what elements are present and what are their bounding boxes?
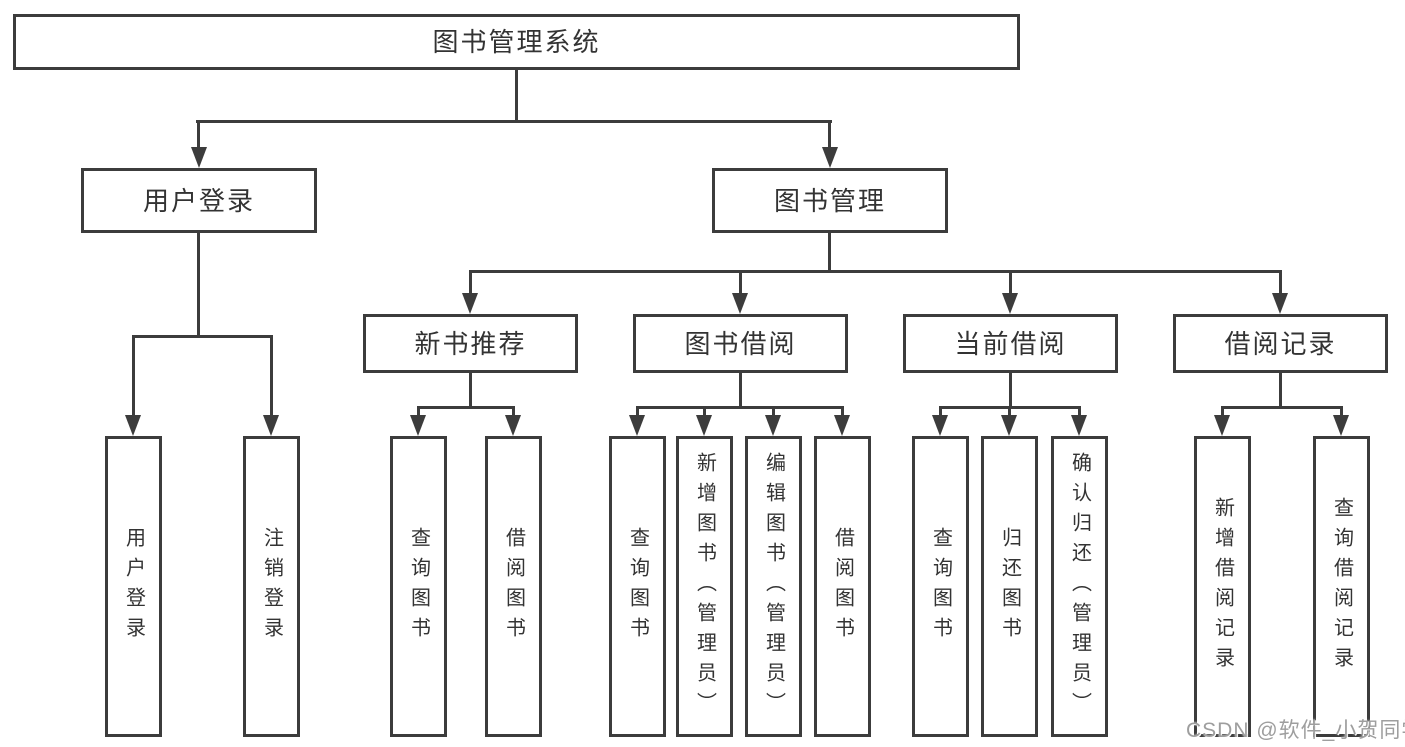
node-label: 查询图书 (929, 526, 952, 647)
connector-vline (1009, 270, 1012, 295)
arrow-down-icon (1071, 415, 1087, 436)
leaf-query-book-current: 查询图书 (912, 436, 969, 737)
arrow-down-icon (932, 415, 948, 436)
node-book-borrow: 图书借阅 (633, 314, 848, 373)
arrow-down-icon (629, 415, 645, 436)
connector-vline (636, 406, 639, 417)
node-label: 查询图书 (626, 526, 649, 647)
leaf-query-book-recommend: 查询图书 (390, 436, 447, 737)
connector-hline (132, 335, 273, 338)
connector-vline (739, 270, 742, 295)
connector-hline (636, 406, 844, 409)
node-user-login: 用户登录 (81, 168, 317, 233)
connector-vline (739, 373, 742, 406)
node-label: 新增图书（管理员） (693, 451, 716, 722)
leaf-add-book-admin: 新增图书（管理员） (676, 436, 733, 737)
node-label: 图书管理系统 (432, 27, 601, 57)
node-label: 用户登录 (122, 526, 145, 647)
leaf-borrow-book-recommend: 借阅图书 (485, 436, 542, 737)
leaf-borrow-book: 借阅图书 (814, 436, 871, 737)
arrow-down-icon (732, 293, 748, 314)
connector-vline (512, 406, 515, 417)
leaf-query-book-borrow: 查询图书 (609, 436, 666, 737)
connector-vline (1279, 373, 1282, 406)
arrow-down-icon (822, 147, 838, 168)
connector-vline (1008, 406, 1011, 417)
node-current-borrow: 当前借阅 (903, 314, 1118, 373)
connector-vline (828, 233, 831, 270)
arrow-down-icon (505, 415, 521, 436)
csdn-watermark: CSDN @软件_小贺同学 (1186, 719, 1405, 742)
node-label: 新增借阅记录 (1211, 496, 1234, 677)
arrow-down-icon (1272, 293, 1288, 314)
connector-vline (469, 270, 472, 295)
connector-vline (1009, 373, 1012, 406)
connector-vline (939, 406, 942, 417)
node-label: 图书借阅 (684, 328, 797, 359)
node-book-management: 图书管理 (712, 168, 948, 233)
node-new-book-recommend: 新书推荐 (363, 314, 578, 373)
connector-hline (1221, 406, 1343, 409)
leaf-edit-book-admin: 编辑图书（管理员） (745, 436, 802, 737)
connector-vline (772, 406, 775, 417)
node-label: 归还图书 (998, 526, 1021, 647)
arrow-down-icon (765, 415, 781, 436)
connector-vline (828, 120, 831, 148)
connector-vline (469, 373, 472, 406)
connector-vline (1279, 270, 1282, 295)
node-label: 借阅图书 (831, 526, 854, 647)
arrow-down-icon (125, 415, 141, 436)
connector-vline (197, 233, 200, 335)
leaf-return-book: 归还图书 (981, 436, 1038, 737)
arrow-down-icon (1001, 415, 1017, 436)
node-label: 借阅图书 (502, 526, 525, 647)
connector-vline (417, 406, 420, 417)
node-label: 查询借阅记录 (1330, 496, 1353, 677)
node-label: 用户登录 (142, 185, 255, 216)
connector-vline (841, 406, 844, 417)
connector-vline (270, 335, 273, 416)
connector-hline (417, 406, 515, 409)
node-label: 当前借阅 (954, 328, 1067, 359)
connector-vline (1078, 406, 1081, 417)
node-borrow-records: 借阅记录 (1173, 314, 1388, 373)
node-label: 借阅记录 (1224, 328, 1337, 359)
node-label: 图书管理 (773, 185, 886, 216)
node-label: 新书推荐 (414, 328, 527, 359)
connector-vline (197, 120, 200, 148)
arrow-down-icon (834, 415, 850, 436)
arrow-down-icon (410, 415, 426, 436)
connector-vline (132, 335, 135, 416)
arrow-down-icon (462, 293, 478, 314)
leaf-user-login: 用户登录 (105, 436, 162, 737)
arrow-down-icon (1333, 415, 1349, 436)
leaf-add-borrow-record: 新增借阅记录 (1194, 436, 1251, 737)
node-label: 注销登录 (260, 526, 283, 647)
node-label: 编辑图书（管理员） (762, 451, 785, 722)
connector-vline (703, 406, 706, 417)
arrow-down-icon (1214, 415, 1230, 436)
connector-vline (1221, 406, 1224, 417)
leaf-logout: 注销登录 (243, 436, 300, 737)
leaf-confirm-return-admin: 确认归还（管理员） (1051, 436, 1108, 737)
leaf-query-borrow-record: 查询借阅记录 (1313, 436, 1370, 737)
connector-hline (469, 270, 1281, 273)
connector-vline (515, 70, 518, 120)
arrow-down-icon (696, 415, 712, 436)
connector-vline (1340, 406, 1343, 417)
node-label: 查询图书 (407, 526, 430, 647)
arrow-down-icon (1002, 293, 1018, 314)
node-label: 确认归还（管理员） (1068, 451, 1091, 722)
node-root-library-management-system: 图书管理系统 (13, 14, 1020, 70)
connector-hline (196, 120, 832, 123)
arrow-down-icon (263, 415, 279, 436)
arrow-down-icon (191, 147, 207, 168)
